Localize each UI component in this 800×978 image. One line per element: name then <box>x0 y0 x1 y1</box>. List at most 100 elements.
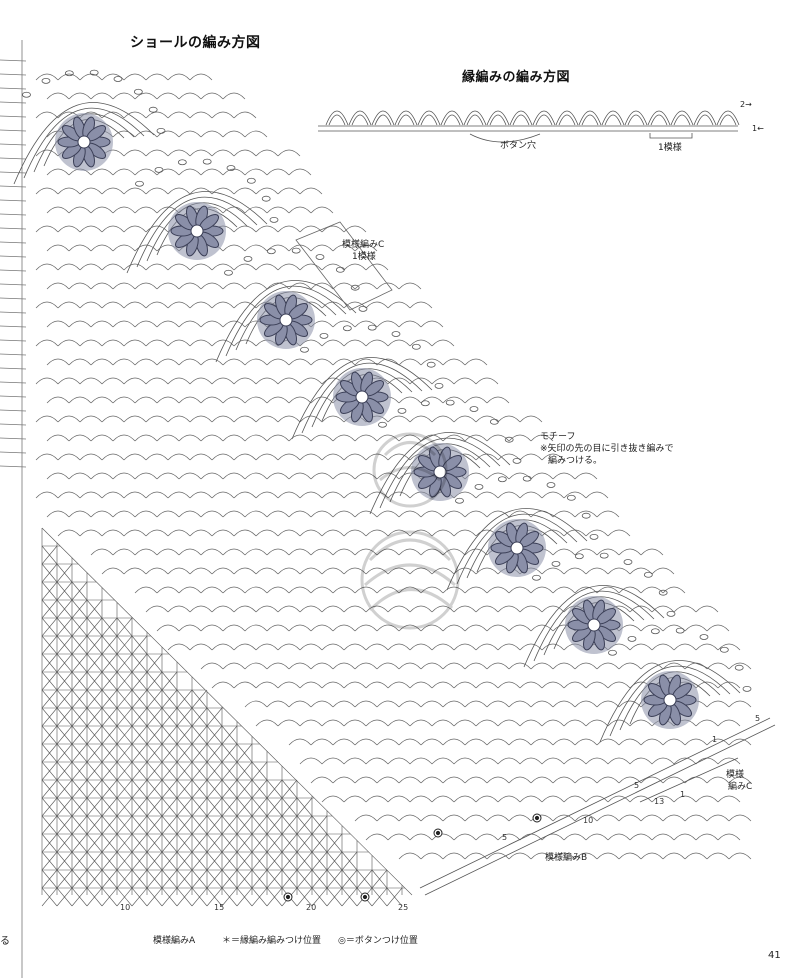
grid-a-diag <box>341 887 358 907</box>
mesh-arc <box>57 187 81 195</box>
mesh-arc <box>662 586 686 594</box>
mesh-arc <box>178 92 202 100</box>
mesh-arc <box>189 149 213 157</box>
mesh-arc <box>453 757 477 765</box>
scallop-arc <box>215 280 357 363</box>
mesh-arc <box>233 643 257 651</box>
edging-inner-arch <box>328 114 346 126</box>
grid-a-diag <box>221 833 238 853</box>
mesh-arc <box>277 225 301 233</box>
mesh-arc <box>310 472 334 480</box>
grid-a-diag <box>101 743 118 763</box>
mesh-arc <box>574 700 598 708</box>
mesh-arc <box>35 225 59 233</box>
mesh-arc <box>200 168 224 176</box>
edge-tick <box>0 465 27 468</box>
grid-a-diag <box>236 851 253 871</box>
edge-tick <box>0 143 27 146</box>
mesh-arc <box>585 795 609 803</box>
grid-a-diag <box>56 653 73 673</box>
grid-a-diag <box>41 797 58 817</box>
grid-a-diag <box>191 851 208 871</box>
mesh-arc <box>486 472 510 480</box>
grid-a-diag <box>221 797 238 817</box>
mesh-arc <box>596 662 620 670</box>
mesh-arc <box>552 700 576 708</box>
mesh-arc <box>46 358 70 366</box>
mesh-arc <box>442 776 466 784</box>
mesh-arc <box>167 111 191 119</box>
grid-a-diag <box>86 887 103 907</box>
grid-a-diag <box>101 761 118 781</box>
mesh-arc <box>376 738 400 746</box>
mesh-arc <box>409 833 433 841</box>
mesh-arc <box>255 263 279 271</box>
grid-a-diag <box>281 851 298 871</box>
mesh-arc <box>607 795 631 803</box>
mesh-arc <box>321 719 345 727</box>
mesh-arc <box>574 814 598 822</box>
grid-a-diag <box>71 887 88 907</box>
grid-a-diag <box>191 797 208 817</box>
picot <box>551 560 561 567</box>
dimension-lines <box>419 717 776 896</box>
mesh-arc <box>299 605 323 613</box>
mesh-arc <box>343 491 367 499</box>
mesh-arc <box>123 301 147 309</box>
mesh-arc <box>442 586 466 594</box>
mesh-arc <box>266 396 290 404</box>
mesh-arc <box>310 586 334 594</box>
picot <box>243 255 253 262</box>
mesh-arc <box>497 681 521 689</box>
grid-a-diag <box>101 779 118 799</box>
grid-a-diag <box>311 833 328 853</box>
edging-inner-arch <box>627 114 645 126</box>
mesh-arc <box>244 244 268 252</box>
grid-a-diag <box>371 887 388 907</box>
grid-a-diag <box>146 833 163 853</box>
mesh-arc <box>277 491 301 499</box>
mesh-arc <box>574 510 598 518</box>
grid-a-diag <box>86 833 103 853</box>
grid-a-diag <box>101 635 118 655</box>
grid-a-diag <box>71 653 88 673</box>
mesh-arc <box>233 415 257 423</box>
mesh-arc <box>134 472 158 480</box>
edging-arch <box>440 110 464 126</box>
mesh-arc <box>90 472 114 480</box>
mesh-arc <box>585 491 609 499</box>
mesh-arc <box>222 662 246 670</box>
mesh-arc <box>145 415 169 423</box>
mesh-arc <box>464 358 488 366</box>
grid-a-diag <box>146 707 163 727</box>
page-number: 41 <box>768 950 781 961</box>
mesh-arc <box>475 491 499 499</box>
mesh-arc <box>398 738 422 746</box>
mesh-arc <box>541 605 565 613</box>
grid-a-diag <box>176 707 193 727</box>
edge-tick <box>0 423 27 426</box>
mesh-arc <box>442 434 466 442</box>
mesh-arc <box>365 339 389 347</box>
mesh-arc <box>189 111 213 119</box>
mesh-arc <box>552 738 576 746</box>
grid-a-diag <box>41 725 58 745</box>
mesh-arc <box>134 510 158 518</box>
mesh-arc <box>178 586 202 594</box>
mesh-arc <box>112 472 136 480</box>
grid-a-diag <box>56 743 73 763</box>
grid-a-diag <box>71 833 88 853</box>
mesh-arc <box>46 92 70 100</box>
grid-a-diag <box>56 617 73 637</box>
mesh-arc <box>365 453 389 461</box>
mesh-arc <box>607 681 631 689</box>
bottom-number: 20 <box>306 903 317 912</box>
mesh-arc <box>453 415 477 423</box>
grid-a-diag <box>191 761 208 781</box>
mesh-arc <box>365 301 389 309</box>
grid-a-diag <box>116 689 133 709</box>
edging-inner-arch <box>443 114 461 126</box>
grid-a-diag <box>206 797 223 817</box>
mesh-arc <box>35 415 59 423</box>
mesh-arc <box>167 149 191 157</box>
